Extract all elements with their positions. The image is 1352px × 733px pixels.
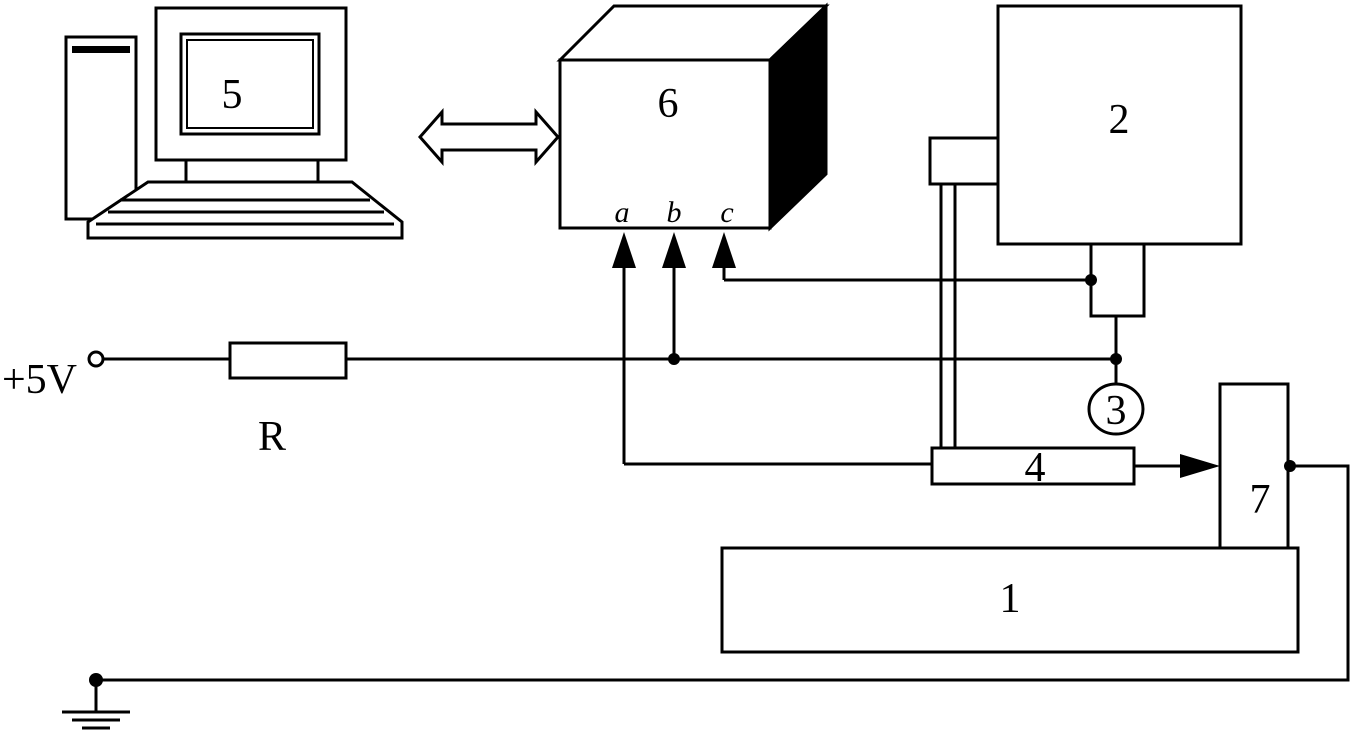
- arrow-port-a: [612, 232, 636, 268]
- component-7-block: [1218, 382, 1290, 550]
- motor-body: [996, 4, 1243, 246]
- motor-side-block: [928, 136, 1000, 186]
- label-computer: 5: [222, 72, 243, 118]
- label-component-4: 4: [1025, 445, 1046, 491]
- motor-bottom-block: [1089, 242, 1146, 318]
- monitor-screen: [179, 32, 321, 136]
- label-port-a: a: [615, 196, 630, 229]
- label-supply: +5V: [2, 357, 77, 403]
- arrow-port-c: [712, 232, 736, 268]
- label-port-c: c: [720, 196, 733, 229]
- label-motor: 2: [1109, 97, 1130, 143]
- screen-inner: [186, 39, 314, 129]
- base-1: [720, 546, 1300, 654]
- junction-supply-3: [1110, 353, 1122, 365]
- label-resistor: R: [258, 414, 286, 460]
- label-port-b: b: [667, 196, 682, 229]
- arrow-4-to-7: [1180, 454, 1220, 478]
- computer-5: 5: [64, 6, 404, 240]
- label-component-7: 7: [1250, 477, 1271, 523]
- motor-2: 2: [928, 4, 1243, 318]
- monitor-neck: [184, 158, 320, 184]
- tower-slot: [72, 46, 130, 53]
- label-base: 1: [1000, 576, 1021, 622]
- controller-6: 6 a b c: [556, 2, 830, 232]
- bidirectional-arrow: [418, 108, 560, 166]
- wire-7-to-ground: [96, 464, 1350, 682]
- computer-tower: [64, 35, 138, 221]
- resistor-r: [228, 341, 348, 380]
- component-4-bar: [930, 446, 1136, 486]
- label-component-3: 3: [1106, 388, 1127, 434]
- arrow-port-b: [662, 232, 686, 268]
- supply-terminal: [87, 350, 105, 368]
- controller-front-face: [558, 58, 772, 230]
- computer-keyboard: [86, 180, 404, 240]
- label-controller: 6: [658, 81, 679, 127]
- ground-symbol: [62, 710, 130, 730]
